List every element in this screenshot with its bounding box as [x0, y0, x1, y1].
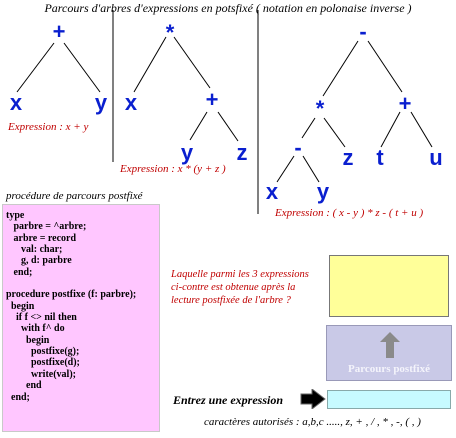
- tree-3-left-left-node: -: [294, 135, 301, 160]
- tree-1-expression: Expression : x + y: [8, 121, 89, 133]
- tree-2-left-node: x: [125, 90, 138, 115]
- tree-3-root-node: -: [359, 19, 366, 44]
- allowed-characters: caractères autorisés : a,b,c ....., z, +…: [204, 416, 421, 428]
- tree-1-root-node: +: [53, 19, 66, 44]
- postfix-traversal-button-label: Parcours postfixé: [348, 363, 430, 375]
- tree-2-right-node: +: [206, 87, 219, 112]
- tree-3-edges: [276, 40, 433, 183]
- expression-input[interactable]: [327, 390, 451, 409]
- tree-2-root-node: *: [166, 20, 175, 45]
- tree-2-expression: Expression : x * (y + z ): [120, 163, 226, 175]
- expression-trees: + x y * x + y z - * + - z x y t u: [10, 10, 443, 214]
- question-text: Laquelle parmi les 3 expressions ci-cont…: [171, 269, 309, 306]
- tree-3-right-left-node: t: [376, 145, 384, 170]
- tree-3-left-right-node: z: [343, 145, 354, 170]
- arrow-right-icon: [300, 389, 326, 409]
- arrow-up-icon: [380, 332, 400, 358]
- tree-2-right-right-node: z: [237, 140, 248, 165]
- procedure-code: type parbre = ^arbre; arbre = record val…: [2, 204, 160, 432]
- postfix-traversal-button[interactable]: Parcours postfixé: [326, 325, 452, 381]
- entry-label: Entrez une expression: [173, 393, 284, 407]
- tree-1-left-node: x: [10, 90, 23, 115]
- tree-3-right-node: +: [399, 91, 412, 116]
- tree-3-right-right-node: u: [429, 145, 442, 170]
- tree-3-left-node: *: [316, 96, 325, 121]
- tree-3-left-left-right-node: y: [317, 179, 330, 204]
- tree-2-edges: [133, 36, 239, 142]
- tree-3-left-left-left-node: x: [266, 179, 279, 204]
- procedure-title: procédure de parcours postfixé: [6, 190, 143, 202]
- tree-1-right-node: y: [95, 90, 108, 115]
- result-output: [329, 255, 449, 317]
- tree-2-right-left-node: y: [181, 140, 194, 165]
- page-title: Parcours d'arbres d'expressions en potsf…: [44, 1, 412, 15]
- tree-3-expression: Expression : ( x - y ) * z - ( t + u ): [275, 207, 424, 219]
- tree-1-edges: [16, 42, 101, 93]
